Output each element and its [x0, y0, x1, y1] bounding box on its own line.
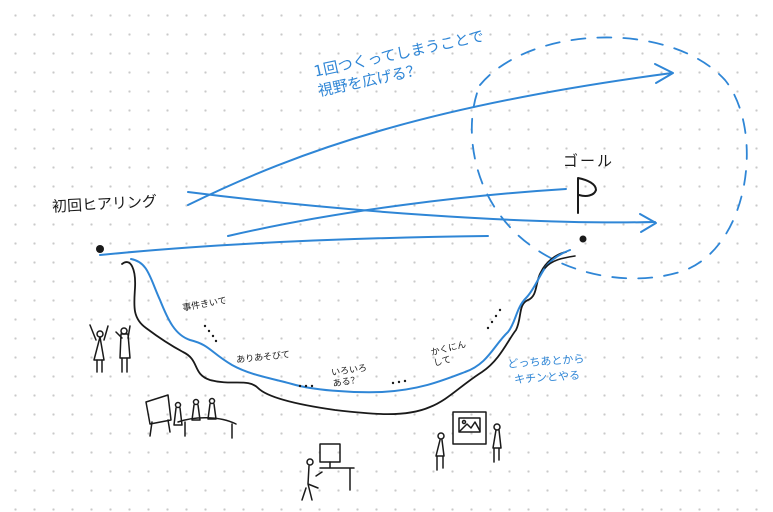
desk-worker-icon	[301, 443, 355, 501]
goal-point	[579, 235, 587, 243]
start-point	[96, 245, 104, 253]
goal-flag-icon	[577, 177, 597, 214]
blue-cross-line-1	[187, 191, 656, 224]
blue-arrowhead-top	[654, 63, 674, 84]
goal-label: ゴール	[563, 152, 615, 170]
black-reality-curve	[121, 251, 567, 416]
blue-arrowhead-right	[639, 213, 657, 233]
presenter-frame-icon	[435, 411, 502, 471]
dotted-marks	[203, 308, 502, 388]
blue-arrow-top	[187, 72, 673, 206]
end-hook	[544, 255, 576, 269]
fix-later-label: どっちあとから キチンとやる	[507, 352, 585, 387]
blue-cross-line-2	[227, 188, 567, 237]
blue-start-line	[99, 235, 489, 256]
meeting-board-icon	[145, 394, 237, 439]
blue-plan-curve	[130, 249, 571, 394]
people-cheering-icon	[89, 324, 131, 373]
goal-dashed-ellipse	[470, 36, 748, 280]
